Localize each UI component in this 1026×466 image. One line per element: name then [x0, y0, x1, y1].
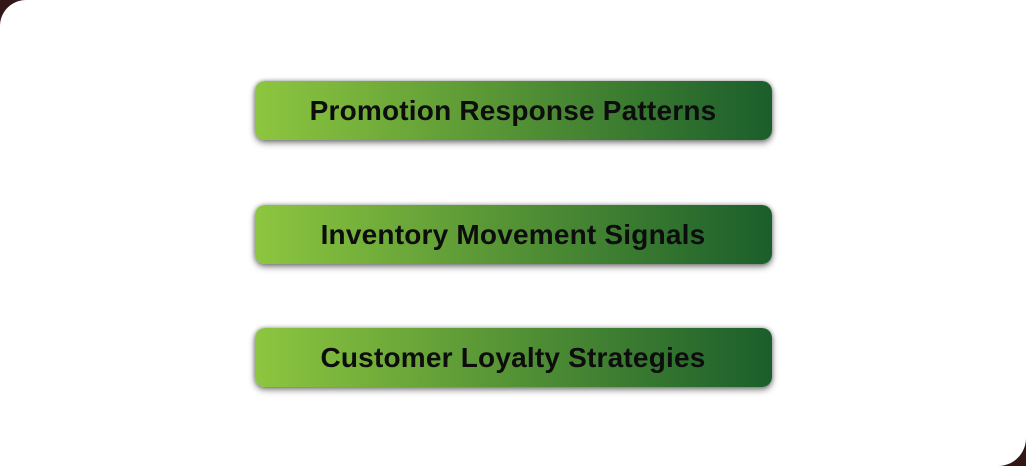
banner-label: Promotion Response Patterns [309, 94, 717, 126]
banner-label: Customer Loyalty Strategies [320, 341, 706, 373]
banner-customer-loyalty-strategies[interactable]: Customer Loyalty Strategies [254, 328, 772, 387]
banner-label: Inventory Movement Signals [320, 218, 706, 250]
banner-inventory-movement-signals[interactable]: Inventory Movement Signals [254, 205, 772, 264]
banner-promotion-response-patterns[interactable]: Promotion Response Patterns [254, 81, 772, 140]
